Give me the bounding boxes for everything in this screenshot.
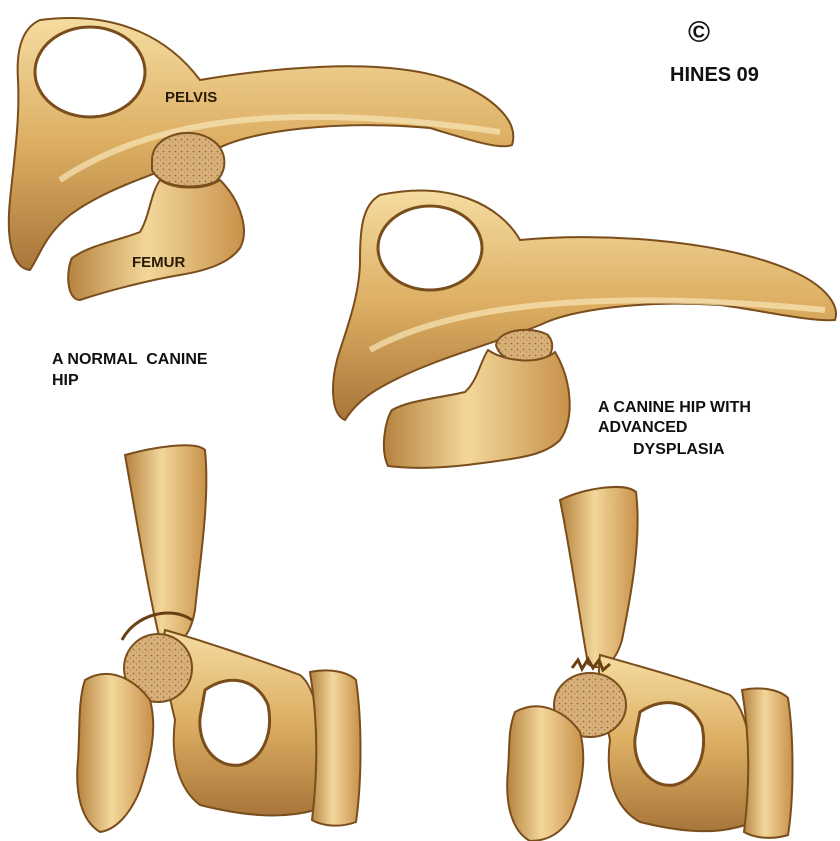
dysplastic-pelvis-obturator-foramen <box>378 206 482 290</box>
normal-pubic-segment <box>310 670 361 825</box>
dysplastic-hip-lateral-illustration <box>333 191 836 468</box>
credit-text: HINES 09 <box>670 66 759 85</box>
dysplastic-pelvis-foramen <box>635 703 704 786</box>
normal-pelvis-obturator-foramen <box>35 27 145 117</box>
dysplasia-caption-line2: ADVANCED <box>598 418 687 437</box>
femur-label: FEMUR <box>132 253 185 272</box>
copyright-symbol: © <box>688 18 710 48</box>
normal-pelvis-foramen <box>200 680 270 765</box>
dysplastic-pubic-segment <box>742 688 793 837</box>
normal-femoral-head <box>152 133 224 187</box>
normal-hip-ventrodorsal-illustration <box>77 445 360 832</box>
pelvis-label: PELVIS <box>165 88 217 107</box>
dysplastic-ilium-shaft <box>560 487 638 667</box>
dysplastic-femur-vd <box>507 706 583 841</box>
normal-hip-caption-line2: HIP <box>52 371 79 390</box>
normal-hip-caption-line1: A NORMAL CANINE <box>52 350 208 369</box>
dysplasia-caption-line1: A CANINE HIP WITH <box>598 398 751 417</box>
normal-femur-vd <box>77 674 153 832</box>
dysplasia-caption-line3: DYSPLASIA <box>633 440 725 459</box>
dysplastic-hip-ventrodorsal-illustration <box>507 487 792 841</box>
